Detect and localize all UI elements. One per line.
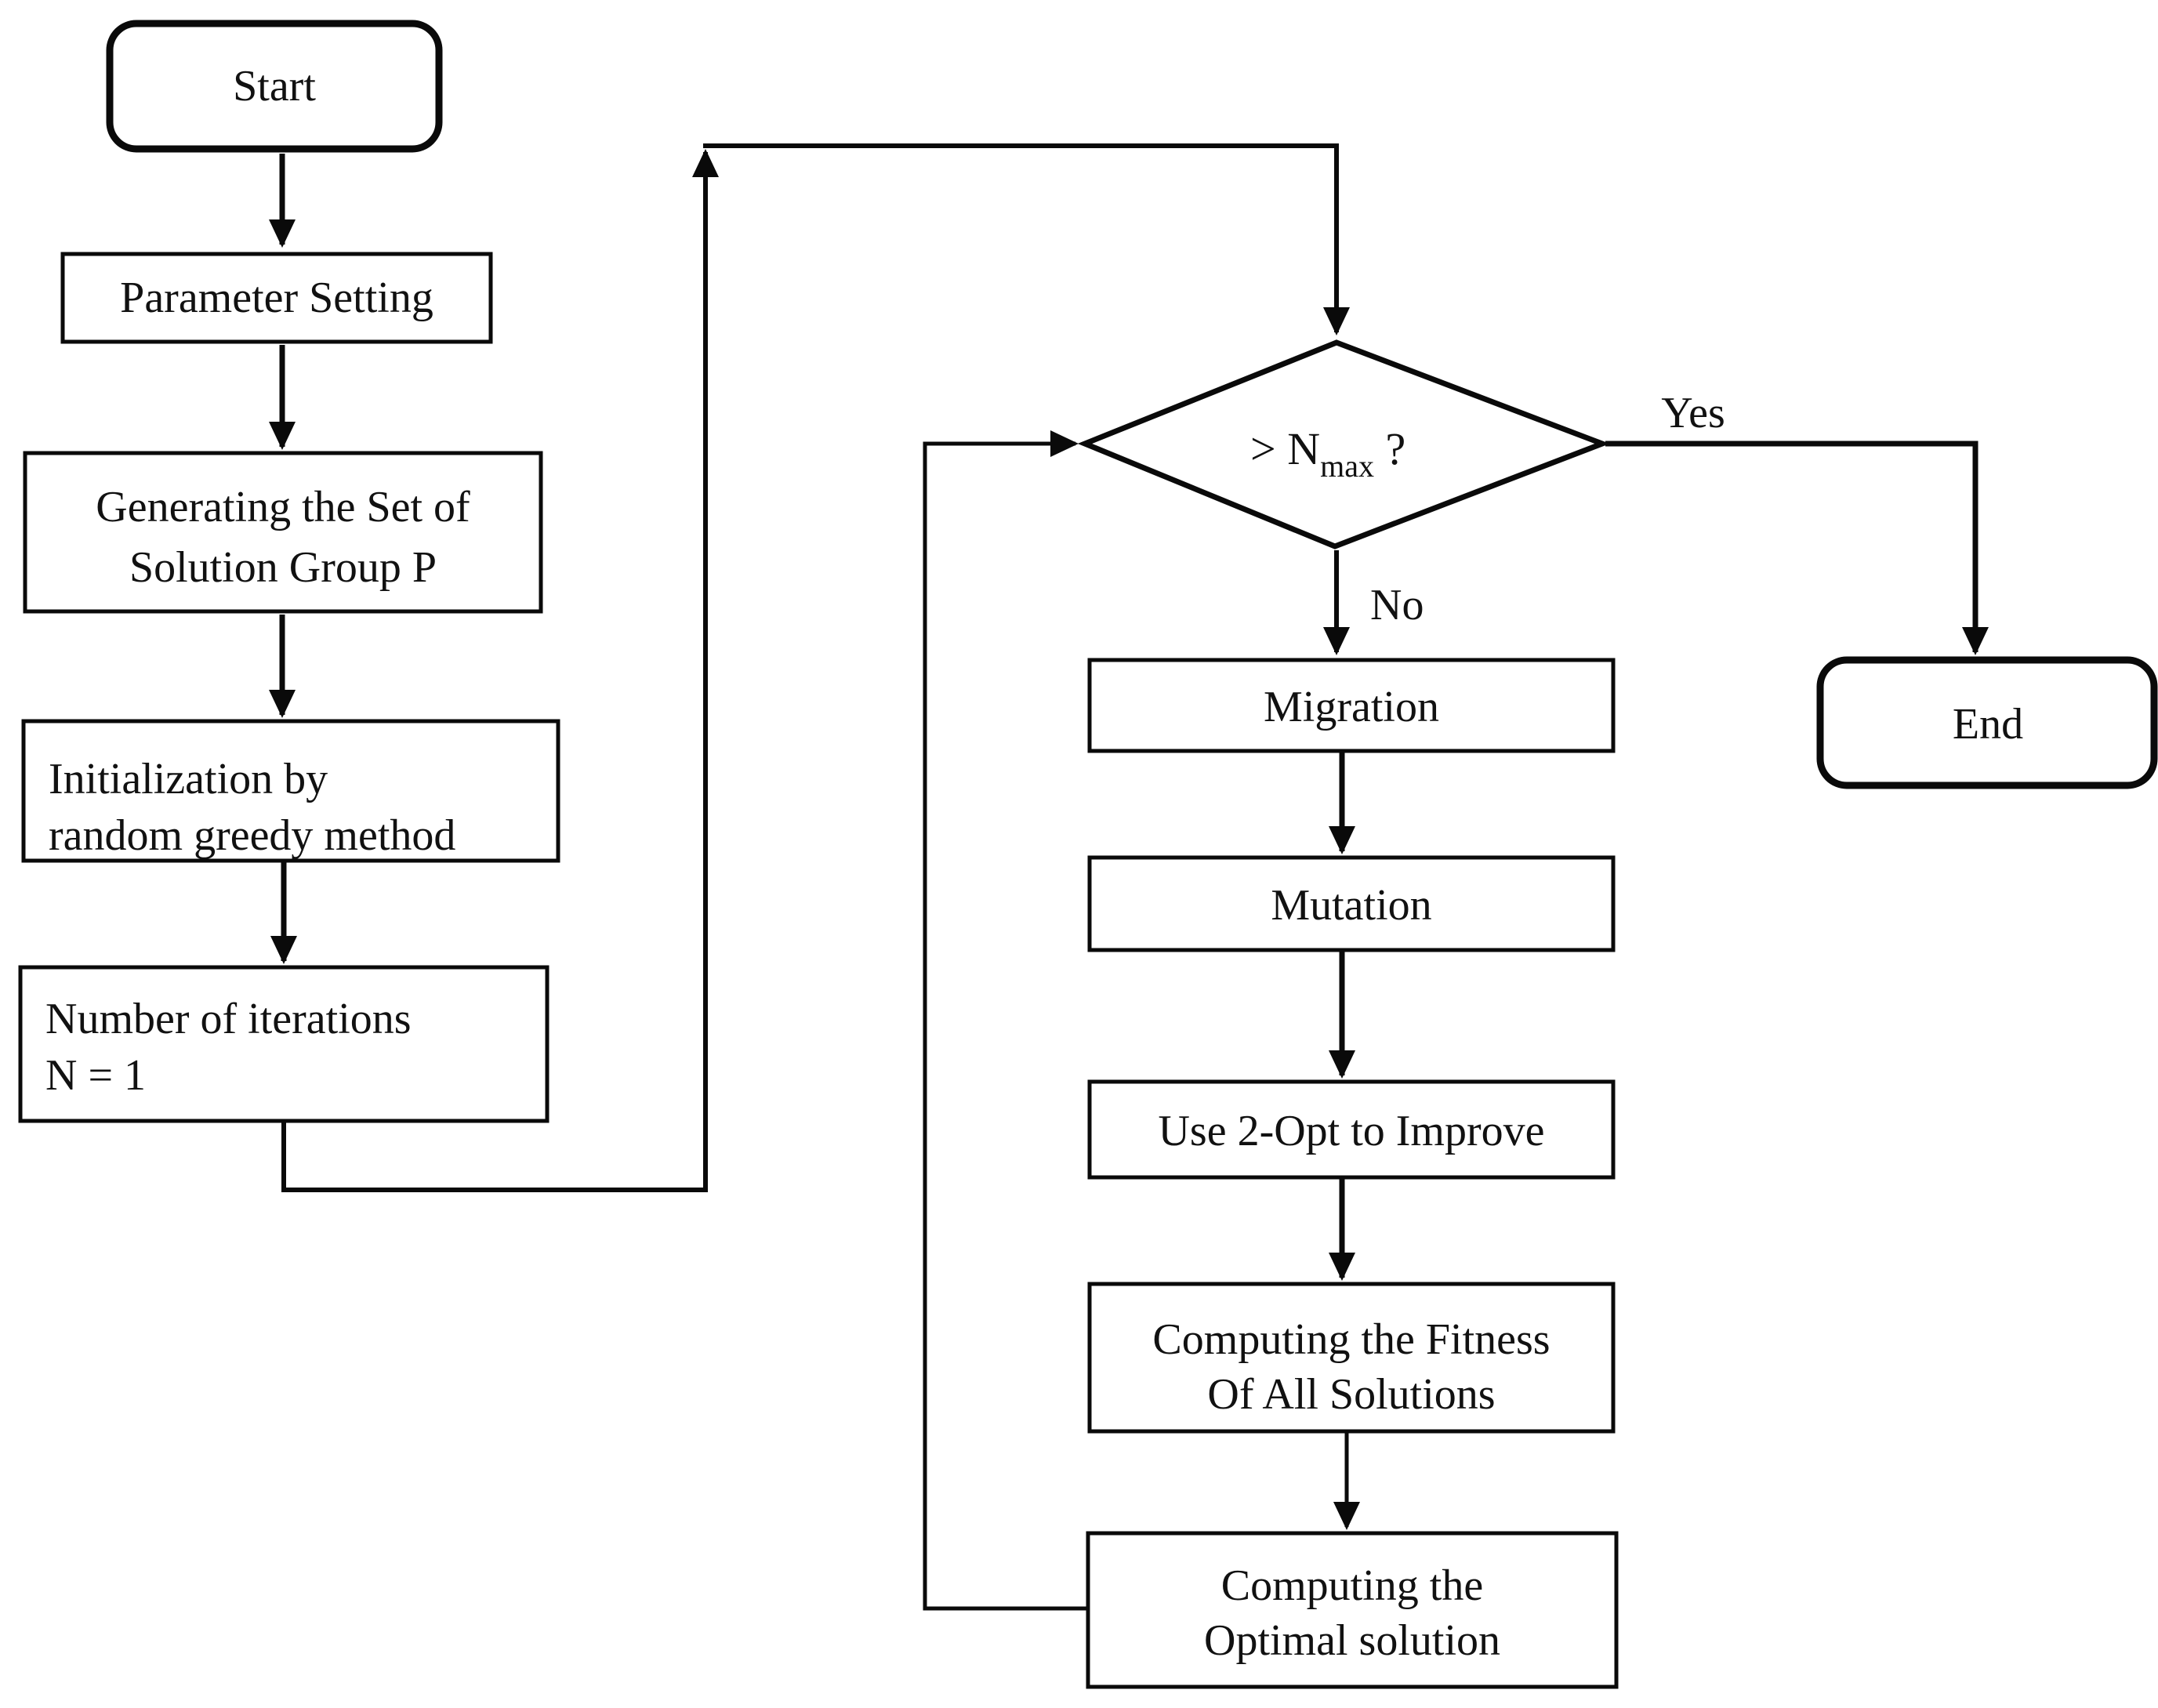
decision-subscript: max [1320, 448, 1374, 484]
mutation-label: Mutation [1271, 881, 1431, 930]
fitness-node: Computing the Fitness Of All Solutions [1087, 1282, 1616, 1434]
parameter-setting-label: Parameter Setting [120, 274, 433, 322]
edge-optimal-loopback-to-decision [923, 430, 1088, 1611]
end-shape [1816, 656, 2158, 789]
generate-line1: Generating the Set of [96, 483, 470, 531]
parameter-setting-shape [60, 252, 493, 344]
start-shape [106, 20, 443, 153]
initialization-shape [21, 719, 560, 863]
iterations-node: Number of iterations N = 1 [18, 965, 549, 1123]
optimal-solution-shape [1086, 1531, 1619, 1689]
migration-node: Migration [1087, 658, 1616, 753]
start-label: Start [233, 62, 316, 111]
fitness-shape [1087, 1282, 1616, 1434]
edge-decision-yes [1605, 441, 1989, 655]
decision-label: > Nmax ? [1250, 423, 1405, 484]
mutation-node: Mutation [1087, 855, 1616, 952]
migration-shape [1087, 658, 1616, 753]
fitness-line1: Computing the Fitness [1152, 1315, 1550, 1364]
edge-iterations-loop-up [281, 149, 719, 1192]
fitness-line2: Of All Solutions [1207, 1370, 1495, 1419]
parameter-setting-node: Parameter Setting [60, 252, 493, 344]
start-node: Start [106, 20, 443, 153]
yes-branch-label: Yes [1661, 389, 1725, 437]
optimal-solution-node: Computing the Optimal solution [1086, 1531, 1619, 1689]
iterations-line1: Number of iterations [45, 995, 412, 1043]
edge-loop-to-decision [703, 143, 1350, 335]
generate-solution-group-shape [23, 451, 543, 614]
decision-prefix: > N [1250, 423, 1320, 474]
initialization-line2: random greedy method [49, 811, 455, 860]
no-branch-label: No [1370, 581, 1424, 629]
end-label: End [1953, 700, 2023, 749]
two-opt-label: Use 2-Opt to Improve [1158, 1107, 1544, 1155]
optimal-line2: Optimal solution [1204, 1616, 1500, 1665]
initialization-node: Initialization by random greedy method [21, 719, 560, 863]
end-node: End [1816, 656, 2158, 789]
generate-line2: Solution Group P [129, 543, 437, 592]
decision-node: > Nmax ? [1077, 339, 1610, 549]
decision-suffix: ? [1374, 423, 1405, 474]
iterations-line2: N = 1 [45, 1051, 146, 1100]
optimal-line1: Computing the [1221, 1561, 1483, 1610]
iterations-shape [18, 965, 549, 1123]
mutation-shape [1087, 855, 1616, 952]
two-opt-shape [1087, 1079, 1616, 1180]
two-opt-node: Use 2-Opt to Improve [1087, 1079, 1616, 1180]
migration-label: Migration [1264, 683, 1439, 731]
initialization-line1: Initialization by [49, 755, 328, 803]
generate-solution-group-node: Generating the Set of Solution Group P [23, 451, 543, 614]
decision-diamond-shape [1077, 339, 1610, 549]
